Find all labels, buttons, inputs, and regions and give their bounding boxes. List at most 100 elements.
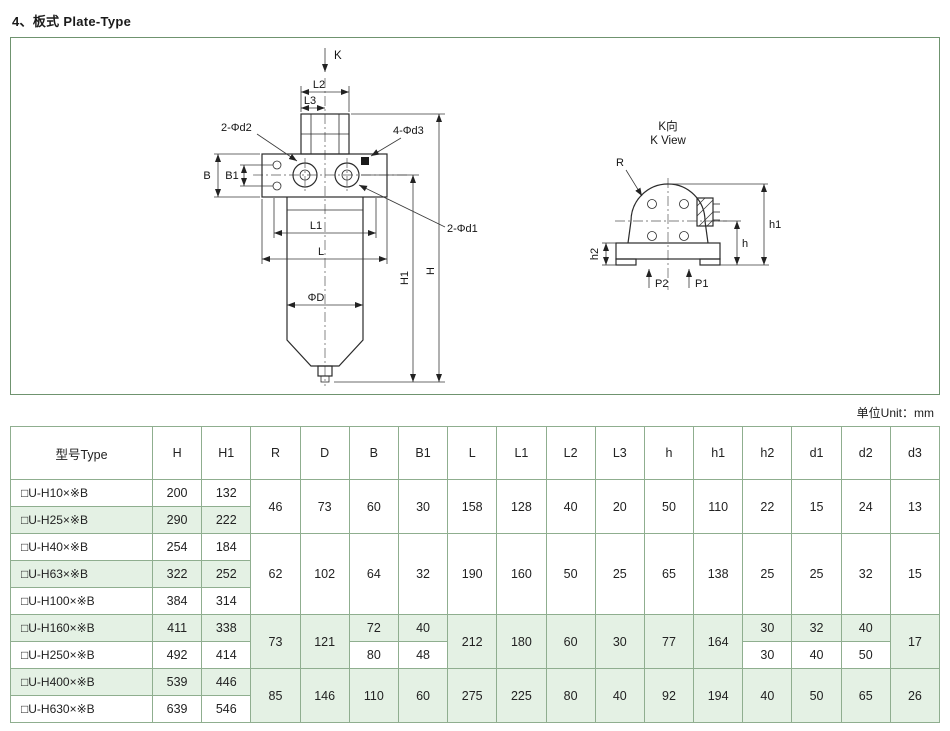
col-header-H1: H1	[201, 426, 252, 480]
col-header-R: R	[250, 426, 301, 480]
label-h1-kview: h1	[769, 219, 781, 231]
cell: 40	[594, 668, 645, 723]
face-bolt-hole	[647, 199, 657, 209]
face-bolt-hole	[679, 199, 689, 209]
cell: 32	[397, 533, 449, 615]
cell: 121	[299, 614, 350, 669]
cell: 26	[889, 668, 941, 723]
cell: 65	[840, 668, 891, 723]
cell: 40	[545, 479, 596, 534]
key-square	[361, 157, 369, 165]
table-row: □U-H630×※B 639 546	[10, 695, 940, 723]
cell: 50	[840, 641, 891, 669]
label-d3: 4-Φd3	[393, 125, 424, 137]
cell: 80	[348, 641, 399, 669]
cell: 222	[201, 506, 252, 534]
front-view: K L2 L3	[203, 48, 478, 386]
col-header-d1: d1	[791, 426, 842, 480]
col-header-L: L	[447, 426, 498, 480]
cell: 290	[151, 506, 203, 534]
label-d2: 2-Φd2	[221, 122, 252, 134]
label-k: K	[334, 50, 342, 62]
dim-l3: L3	[301, 95, 325, 111]
cell: 110	[693, 479, 744, 534]
cell: 446	[201, 668, 252, 696]
cell: 15	[889, 533, 941, 615]
col-header-L1: L1	[496, 426, 547, 480]
dim-h-front: H	[351, 113, 445, 382]
cell: 158	[447, 479, 498, 534]
table-row: □U-H160×※B 411 338 73 121 72 40 212 180 …	[10, 614, 941, 669]
col-header-B1: B1	[397, 426, 449, 480]
label-b: B	[203, 170, 210, 182]
cell: 60	[397, 668, 449, 723]
cell: 25	[791, 533, 842, 615]
cell: 225	[496, 668, 547, 723]
cell: 138	[693, 533, 744, 615]
cell: 30	[742, 641, 793, 669]
cell: 64	[348, 533, 399, 615]
cell: 80	[545, 668, 596, 723]
label-r: R	[616, 157, 624, 169]
cell: 194	[693, 668, 744, 723]
cell: 24	[840, 479, 891, 534]
label-l3: L3	[304, 95, 316, 107]
cell: 492	[151, 641, 203, 669]
col-header-d3: d3	[889, 426, 941, 480]
face-bolt-hole	[679, 231, 689, 241]
cell: 102	[299, 533, 350, 615]
port-boss-hatched	[696, 197, 720, 227]
cell: 200	[151, 479, 203, 507]
table-row: □U-H250×※B 492 414 80 48 30 40 50	[10, 641, 940, 669]
cell: 40	[742, 668, 793, 723]
label-l1: L1	[310, 220, 322, 232]
label-b1: B1	[225, 170, 238, 182]
k-view: K向 K View	[589, 119, 781, 290]
drawing-box: K L2 L3	[10, 37, 940, 395]
cell: 160	[496, 533, 547, 615]
cell-type: □U-H40×※B	[10, 533, 153, 561]
col-header-d2: d2	[840, 426, 891, 480]
cell-type: □U-H25×※B	[10, 506, 153, 534]
cell: 32	[840, 533, 891, 615]
callout-d3: 4-Φd3	[370, 125, 424, 157]
cell: 254	[151, 533, 203, 561]
cell: 50	[791, 668, 842, 723]
dim-phi-d: ΦD	[287, 292, 363, 308]
cell: 72	[348, 614, 399, 642]
mounting-plate-outline	[261, 153, 388, 198]
cell-type: □U-H10×※B	[10, 479, 153, 507]
dim-h-kview: h	[711, 220, 769, 266]
cell: 146	[299, 668, 350, 723]
col-header-L3: L3	[594, 426, 645, 480]
port-p2: P2	[646, 269, 668, 290]
cell: 639	[151, 695, 203, 723]
cell-type: □U-H630×※B	[10, 695, 153, 723]
cell: 73	[250, 614, 301, 669]
dimension-table: 型号Type H H1 R D B B1 L L1 L2 L3 h h1 h2 …	[10, 426, 941, 723]
table-row: □U-H100×※B 384 314	[10, 587, 940, 615]
label-h-kview: h	[742, 238, 748, 250]
unit-note: 单位Unit：mm	[856, 406, 934, 420]
cell: 20	[594, 479, 645, 534]
cell: 180	[496, 614, 547, 669]
dim-b1: B1	[225, 164, 273, 187]
cell: 50	[545, 533, 596, 615]
cell: 338	[201, 614, 252, 642]
filter-bowl-outline	[286, 197, 364, 383]
cell: 30	[397, 479, 449, 534]
cell: 40	[397, 614, 449, 642]
dim-h1-kview: h1	[668, 183, 781, 265]
cell: 77	[643, 614, 695, 669]
technical-drawing: K L2 L3	[203, 48, 781, 386]
label-l2: L2	[313, 79, 325, 91]
cell: 30	[594, 614, 645, 669]
cell: 60	[545, 614, 596, 669]
cell: 40	[840, 614, 891, 642]
cell: 22	[742, 479, 793, 534]
label-l: L	[318, 246, 324, 258]
label-phi-d: ΦD	[308, 292, 325, 304]
cell: 62	[250, 533, 301, 615]
cell: 15	[791, 479, 842, 534]
col-header-H: H	[151, 426, 203, 480]
